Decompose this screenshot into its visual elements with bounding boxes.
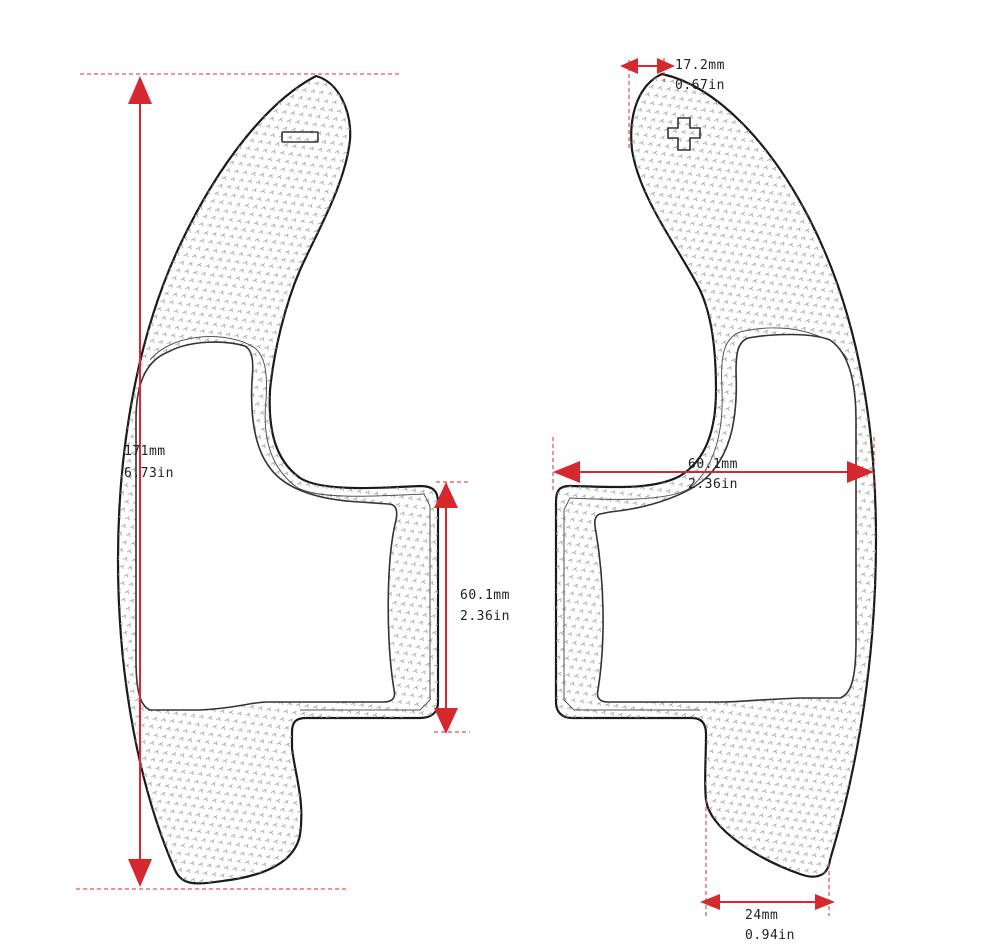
width-dimension [552, 437, 875, 490]
height-arrow-bottom [128, 859, 152, 887]
tip-width-in-label: 0.67in [675, 78, 725, 93]
inner-height-arrow-bottom [434, 708, 458, 734]
bottom-arrow-right [815, 894, 835, 910]
minus-icon [281, 131, 319, 143]
inner-height-dimension [434, 481, 470, 734]
bottom-width-in-label: 0.94in [745, 928, 795, 942]
left-paddle [116, 74, 440, 885]
height-in-label: 6.73in [124, 466, 174, 481]
width-mm-label: 60.1mm [688, 457, 738, 472]
inner-height-in-label: 2.36in [460, 609, 510, 624]
inner-height-arrow-top [434, 482, 458, 508]
width-arrow-left [553, 461, 580, 483]
left-paddle-cutout [135, 341, 398, 711]
height-arrow-top [128, 76, 152, 104]
bottom-arrow-left [700, 894, 720, 910]
tip-arrow-right [657, 58, 675, 74]
tip-arrow-left [620, 58, 638, 74]
right-paddle-cutout [594, 333, 857, 703]
inner-height-mm-label: 60.1mm [460, 588, 510, 603]
height-dimension [76, 73, 402, 890]
width-in-label: 2.36in [688, 477, 738, 492]
plus-icon [667, 117, 701, 151]
tip-width-dimension [620, 58, 675, 150]
bottom-width-mm-label: 24mm [745, 908, 778, 923]
bottom-width-dimension [700, 800, 835, 916]
height-mm-label: 171mm [124, 444, 166, 459]
width-arrow-right [847, 461, 874, 483]
tip-width-mm-label: 17.2mm [675, 58, 725, 73]
right-paddle [554, 72, 878, 878]
